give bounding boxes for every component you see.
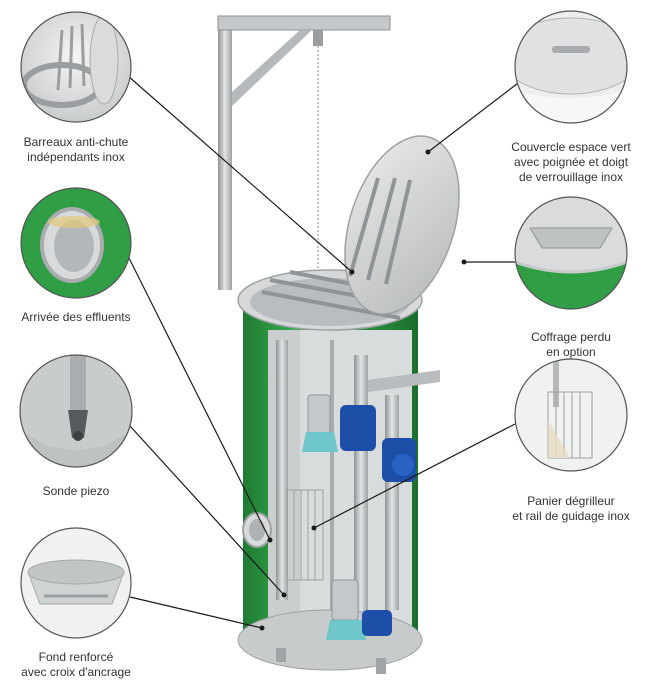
detail-lid (501, 11, 641, 123)
label-line: indépendants inox (6, 150, 146, 165)
riser-pipe-2 (385, 395, 399, 610)
valve-1 (340, 405, 376, 451)
davit-post (218, 28, 232, 290)
label-basket: Panier dégrilleur et rail de guidage ino… (496, 494, 646, 524)
label-line: Coffrage perdu (496, 330, 646, 345)
davit-arm (218, 16, 390, 30)
label-line: Fond renforcé (6, 650, 146, 665)
label-safety-bars: Barreaux anti-chute indépendants inox (6, 135, 146, 165)
label-line: avec poignée et doigt (496, 155, 646, 170)
detail-reinforced-bottom (21, 528, 131, 638)
label-line: Couvercle espace vert (496, 140, 646, 155)
detail-safety-bars (21, 12, 131, 122)
detail-inlet (20, 188, 132, 298)
label-line: Panier dégrilleur (496, 494, 646, 509)
label-lid: Couvercle espace vert avec poignée et do… (496, 140, 646, 185)
station-illustration (218, 16, 480, 674)
label-line: et rail de guidage inox (496, 509, 646, 524)
label-line: Barreaux anti-chute (6, 135, 146, 150)
label-line: de verrouillage inox (496, 170, 646, 185)
label-reinforced-bottom: Fond renforcé avec croix d'ancrage (6, 650, 146, 680)
label-line: avec croix d'ancrage (6, 665, 146, 680)
label-line: en option (496, 345, 646, 360)
label-line: Arrivée des effluents (6, 310, 146, 325)
detail-piezo-sensor (20, 355, 132, 467)
davit-brace (232, 30, 312, 106)
detail-formwork (515, 197, 627, 309)
label-piezo-sensor: Sonde piezo (6, 484, 146, 499)
pump-upper (308, 395, 330, 433)
hoist-trolley (313, 30, 323, 46)
label-line: Sonde piezo (6, 484, 146, 499)
guide-rail (276, 340, 288, 600)
detail-basket (515, 355, 627, 471)
label-inlet: Arrivée des effluents (6, 310, 146, 325)
riser-pipe-1 (354, 355, 368, 610)
pump-lower (332, 580, 358, 620)
label-formwork: Coffrage perdu en option (496, 330, 646, 360)
